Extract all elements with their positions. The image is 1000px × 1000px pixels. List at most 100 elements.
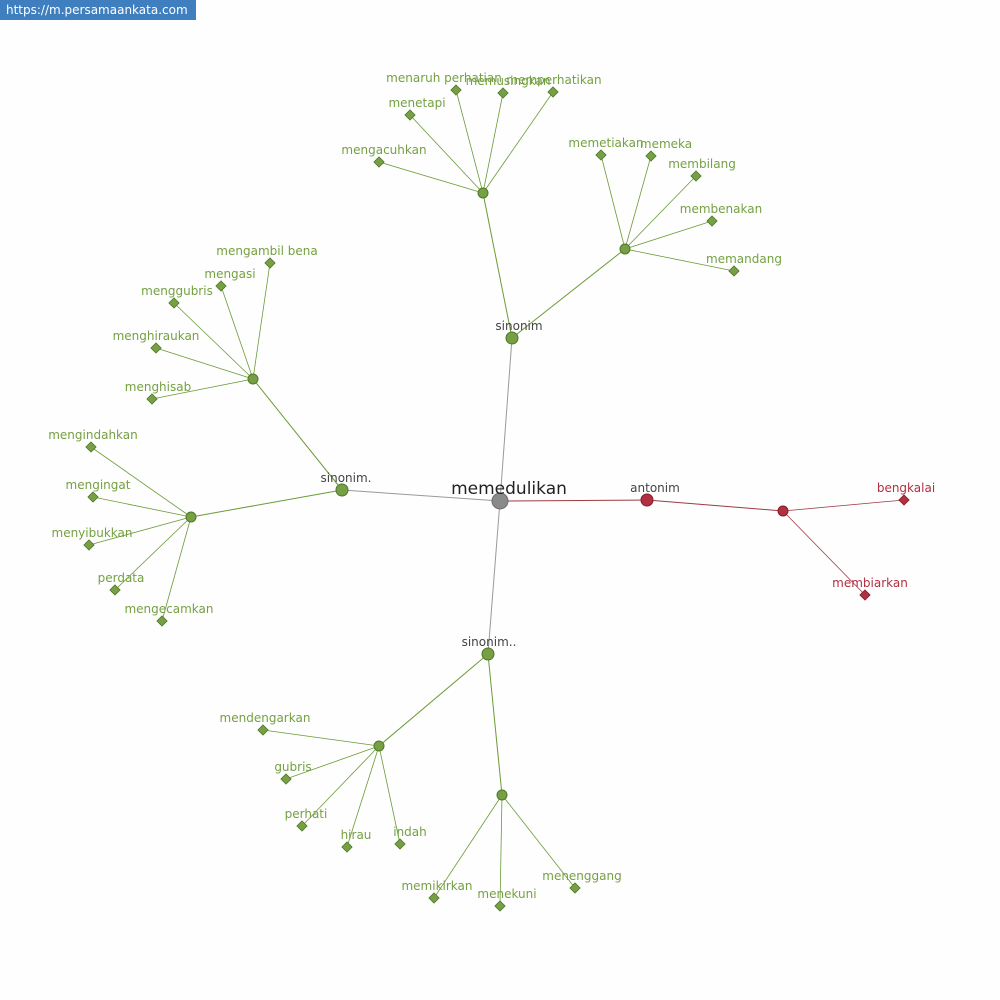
edge-g1-w5 [378,161,484,194]
node-w1[interactable] [450,84,462,96]
node-s3[interactable] [481,647,495,661]
node-w12[interactable] [215,280,227,292]
label-w1: menaruh perhatian [386,71,502,85]
node-s1[interactable] [505,331,519,345]
node-w4[interactable] [404,109,416,121]
node-w17[interactable] [87,491,99,503]
node-w6[interactable] [595,149,607,161]
edge-g5-w23 [301,745,380,827]
edge-root-s1 [499,337,513,502]
node-w2[interactable] [497,87,509,99]
node-w20[interactable] [156,615,168,627]
node-w27[interactable] [494,900,506,912]
edge-g3-w12 [220,285,254,380]
node-w9[interactable] [706,215,718,227]
node-s2[interactable] [335,483,349,497]
node-root[interactable] [491,492,509,510]
node-w18[interactable] [83,539,95,551]
label-w19: perdata [98,571,145,585]
label-w4: menetapi [388,96,445,110]
node-w7[interactable] [645,150,657,162]
node-w15[interactable] [146,393,158,405]
node-w26[interactable] [428,892,440,904]
edge-s3-g6 [487,653,503,796]
label-w22: gubris [274,760,311,774]
edge-s1-g2 [511,248,626,339]
edge-g1-w2 [482,92,504,194]
node-w19[interactable] [109,584,121,596]
edge-g5-w22 [285,745,380,780]
label-s3: sinonim.. [462,635,517,649]
label-w2: memusingkan [466,74,551,88]
node-g1[interactable] [477,187,489,199]
edge-layer [88,89,905,907]
label-w17: mengingat [66,478,131,492]
node-g3[interactable] [247,373,259,385]
node-w3[interactable] [547,86,559,98]
node-w24[interactable] [341,841,353,853]
label-w21: mendengarkan [220,711,311,725]
node-w21[interactable] [257,724,269,736]
label-w15: menghisab [125,380,191,394]
edge-g4-w17 [92,496,192,518]
label-w26: memikirkan [401,879,472,893]
edge-g3-w13 [173,302,254,380]
edge-g4-w19 [114,516,192,591]
node-w11[interactable] [264,257,276,269]
label-w8: membilang [668,157,736,171]
node-g4[interactable] [185,511,197,523]
edge-g2-w9 [624,220,713,250]
edge-root-s2 [341,489,501,502]
node-w23[interactable] [296,820,308,832]
label-w28: menenggang [542,869,621,883]
label-s1: sinonim [495,319,542,333]
edge-g6-w27 [499,794,503,907]
edge-g7-w30 [782,510,866,596]
edge-g6-w28 [501,794,576,889]
edge-g3-w11 [252,262,271,380]
node-w10[interactable] [728,265,740,277]
label-w13: menggubris [141,284,213,298]
label-w14: menghiraukan [113,329,200,343]
edge-g4-w16 [90,446,192,518]
edge-root-s3 [487,500,501,655]
node-w8[interactable] [690,170,702,182]
edge-g4-w20 [161,516,192,622]
node-g7[interactable] [777,505,789,517]
edge-s2-g3 [252,378,343,491]
node-w28[interactable] [569,882,581,894]
source-url-link[interactable]: https://m.persamaankata.com [0,0,196,20]
label-w16: mengindahkan [48,428,138,442]
label-w6: memetiakan [568,136,643,150]
edge-g2-w10 [624,248,735,272]
node-g6[interactable] [496,789,508,801]
label-w24: hirau [341,828,372,842]
node-w13[interactable] [168,297,180,309]
edge-g2-w7 [624,155,652,250]
label-w30: membiarkan [832,576,908,590]
node-w5[interactable] [373,156,385,168]
node-g2[interactable] [619,243,631,255]
node-a1[interactable] [640,493,654,507]
label-w7: memeka [640,137,692,151]
label-w25: indah [393,825,427,839]
edge-g1-w4 [409,114,484,194]
node-w30[interactable] [859,589,871,601]
label-w20: mengecamkan [124,602,213,616]
node-w22[interactable] [280,773,292,785]
label-w9: membenakan [680,202,762,216]
label-root: memedulikan [451,479,567,499]
node-w16[interactable] [85,441,97,453]
label-w12: mengasi [204,267,255,281]
edge-g1-w3 [482,91,554,194]
node-w14[interactable] [150,342,162,354]
node-w29[interactable] [898,494,910,506]
node-layer [83,84,910,912]
edge-g5-w24 [346,745,380,848]
edge-s1-g1 [482,192,513,339]
node-g5[interactable] [373,740,385,752]
label-w5: mengacuhkan [341,143,426,157]
edge-s3-g5 [378,653,489,747]
node-w25[interactable] [394,838,406,850]
